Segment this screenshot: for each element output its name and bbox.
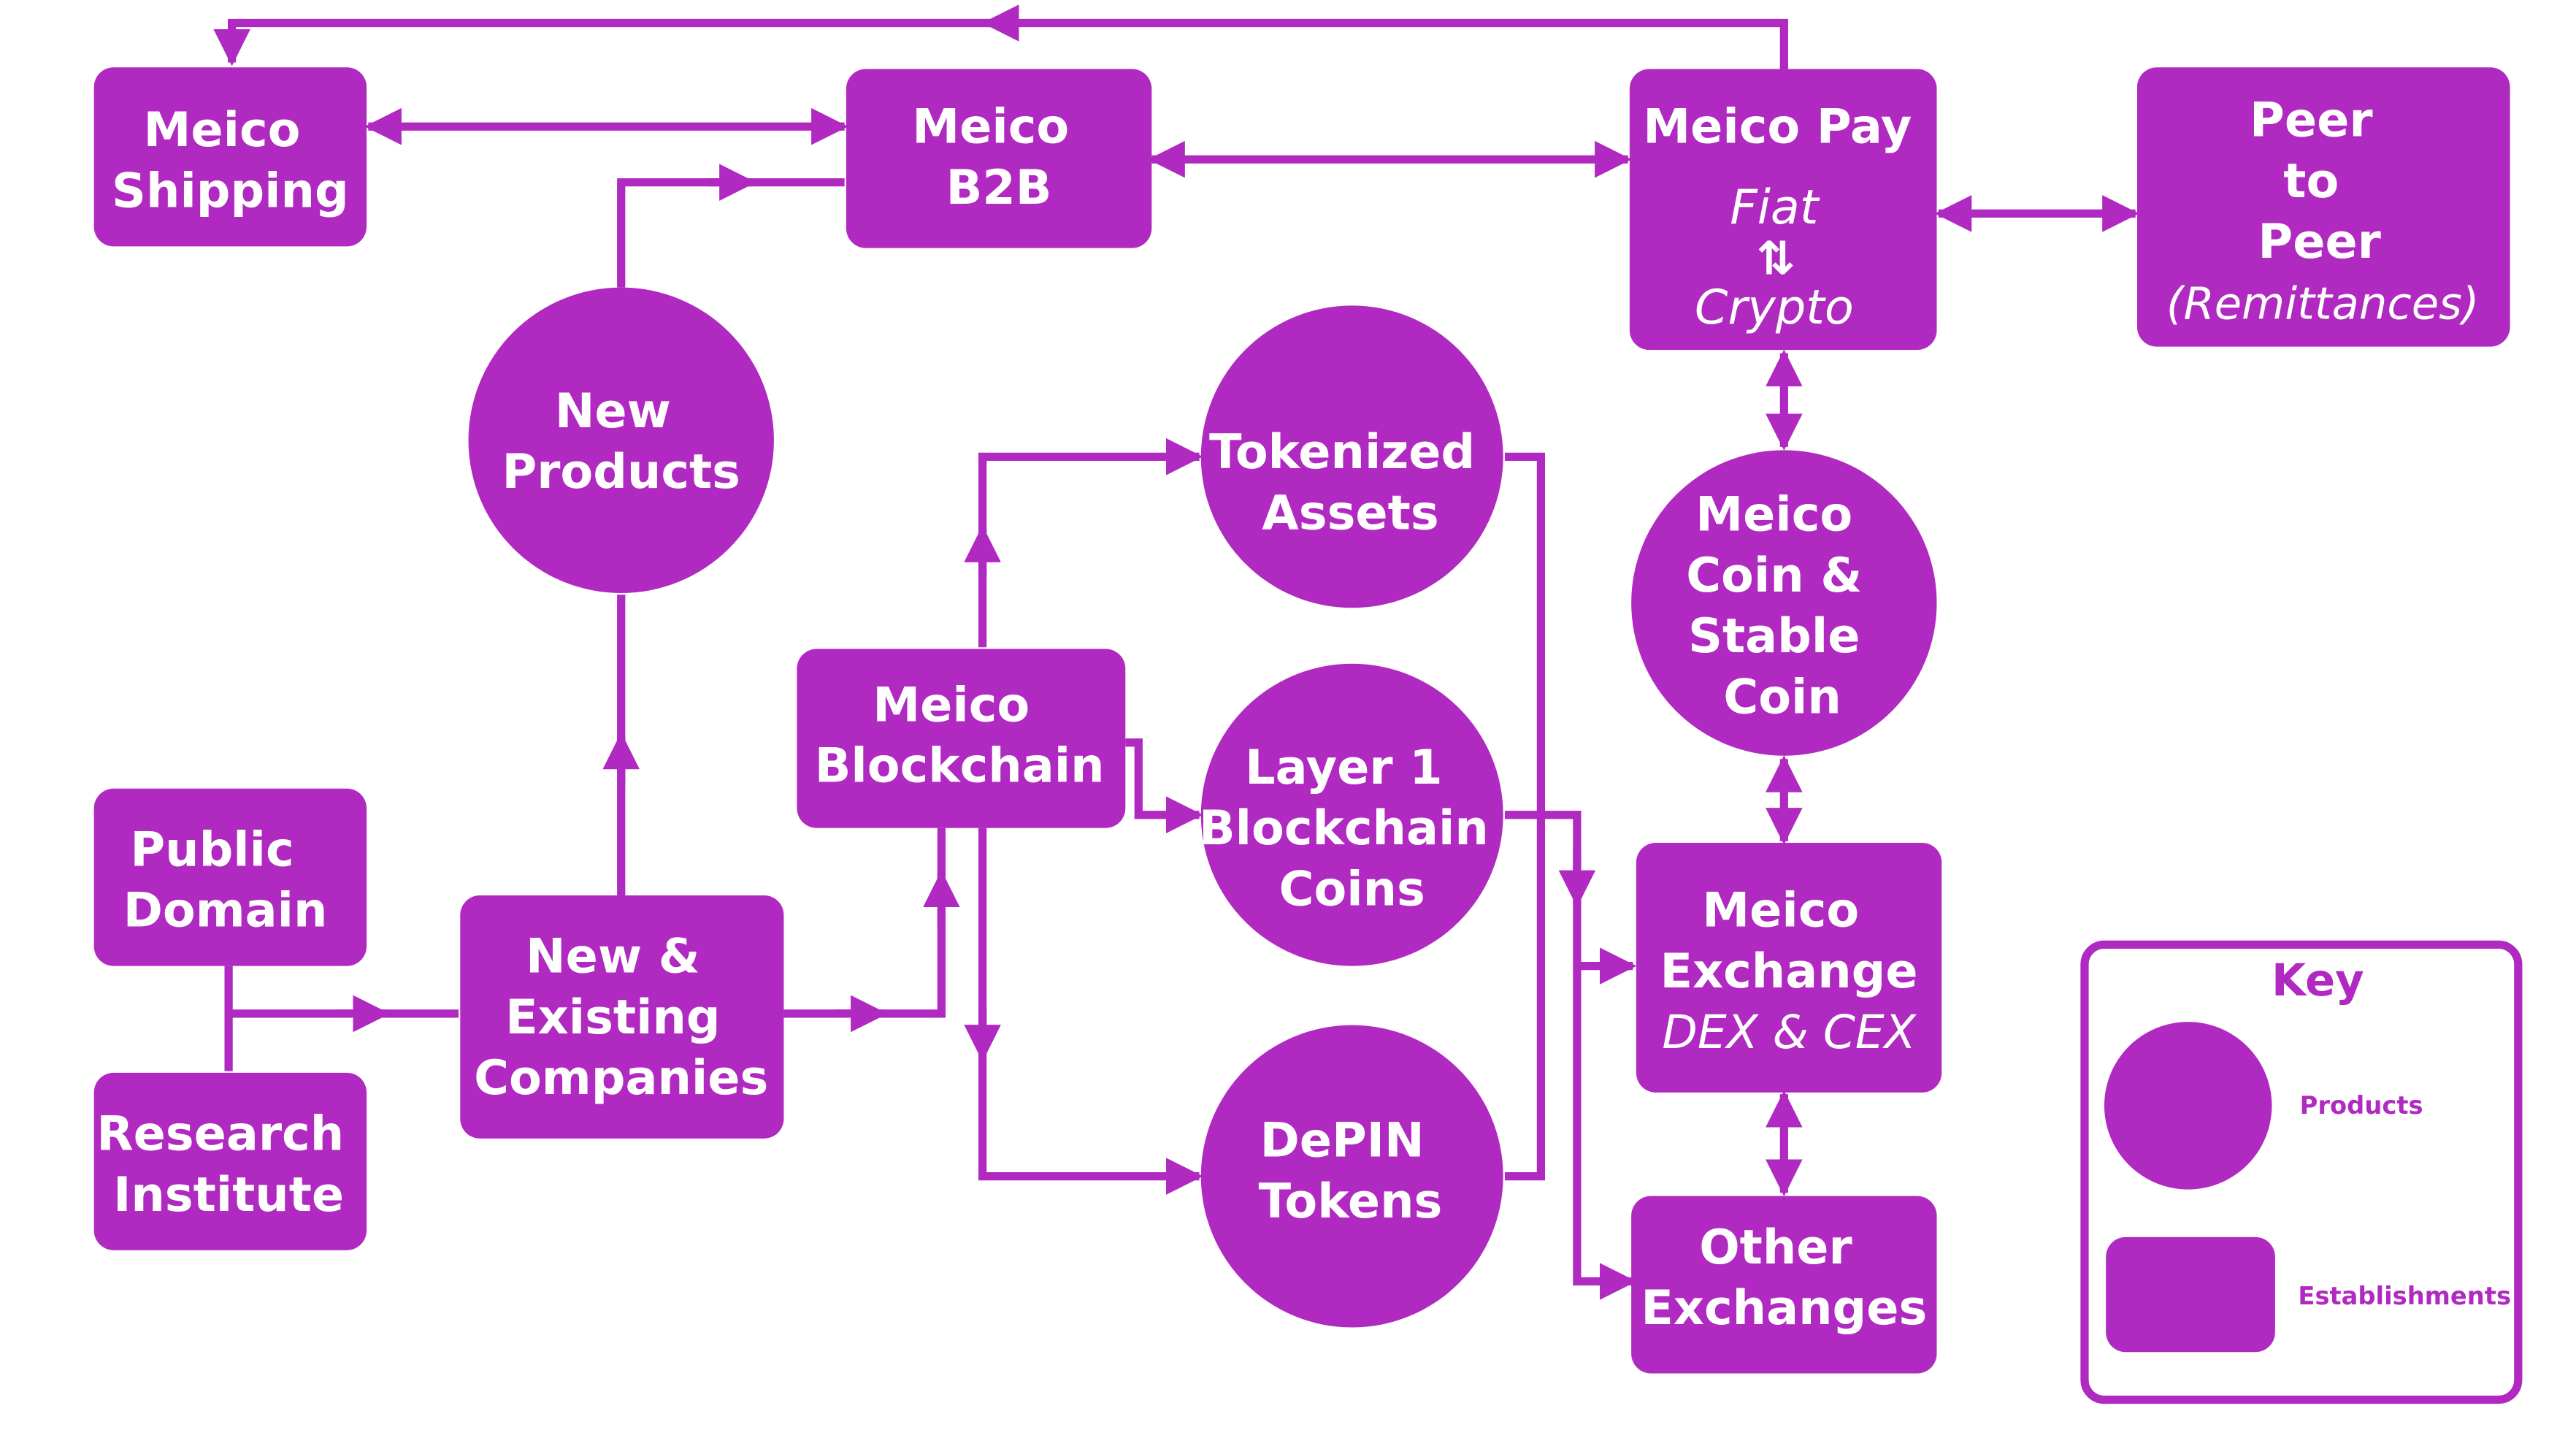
meico-blockchain-label: Meico Blockchain <box>815 678 1105 794</box>
meico-pay-crypto: Crypto <box>1695 280 1854 335</box>
node-new-existing-companies: New & Existing Companies <box>460 895 784 1139</box>
connector-blockchain-layer1 <box>1125 738 1203 834</box>
node-other-exchanges: Other Exchanges <box>1631 1196 1937 1374</box>
legend-title: Key <box>2272 955 2364 1006</box>
meico-exchange-label: Meico Exchange <box>1660 883 1918 999</box>
node-public-domain: Public Domain <box>93 788 367 966</box>
legend-rect-swatch <box>2106 1236 2275 1353</box>
node-research-institute: Research Institute <box>93 1072 367 1250</box>
companies-label: New & Existing Companies <box>474 929 768 1106</box>
research-institute-label: Research Institute <box>96 1106 361 1223</box>
peer-to-peer-label: Peer to Peer <box>2250 93 2389 269</box>
other-exchanges-label: Other Exchanges <box>1641 1220 1927 1336</box>
legend-establishments-label: Establishments <box>2298 1282 2511 1310</box>
new-products-label: New Products <box>502 383 740 500</box>
tokenized-assets-label: Tokenized Assets <box>1209 424 1492 540</box>
meico-exchange-dex-cex: DEX & CEX <box>1662 1006 1917 1059</box>
node-new-products: New Products <box>468 287 774 594</box>
node-depin-tokens: DePIN Tokens <box>1200 1025 1503 1328</box>
layer1-coins-label: Layer 1 Blockchain Coins <box>1199 740 1506 917</box>
legend-products-label: Products <box>2300 1091 2423 1120</box>
node-peer-to-peer: Peer to Peer (Remittances) <box>2136 67 2510 347</box>
node-tokenized-assets: Tokenized Assets <box>1200 305 1503 608</box>
connector-blockchain-tokenized <box>978 438 1203 648</box>
node-meico-exchange: Meico Exchange DEX & CEX <box>1636 842 1942 1093</box>
node-meico-blockchain: Meico Blockchain <box>797 649 1126 828</box>
node-meico-pay: Meico Pay Fiat ⇅ Crypto <box>1629 69 1937 351</box>
meico-b2b-label: Meico B2B <box>912 99 1086 215</box>
node-meico-shipping: Meico Shipping <box>93 67 367 247</box>
public-domain-label: Public Domain <box>123 822 328 938</box>
depin-tokens-label: DePIN Tokens <box>1259 1113 1443 1229</box>
connector-pay-to-shipping <box>213 18 1788 69</box>
connectors <box>213 4 2139 1300</box>
connector-layer1-exchanges <box>1504 811 1637 1300</box>
meico-shipping-label: Meico Shipping <box>112 102 349 218</box>
meico-pay-fiat: Fiat <box>1730 180 1820 235</box>
legend-border <box>2080 940 2523 1404</box>
swap-icon: ⇅ <box>1757 232 1795 286</box>
legend: Key Products Establishments <box>2080 940 2523 1404</box>
peer-to-peer-remittances: (Remittances) <box>2166 278 2480 329</box>
legend-circle-swatch <box>2104 1022 2272 1190</box>
connector-blockchain-depin <box>978 827 1203 1195</box>
connector-newproducts-b2b <box>617 178 845 288</box>
connector-companies-blockchain <box>783 827 946 1018</box>
meico-coin-label: Meico Coin & Stable Coin <box>1686 487 1879 725</box>
node-layer1-coins: Layer 1 Blockchain Coins <box>1199 663 1506 966</box>
node-meico-b2b: Meico B2B <box>846 69 1152 248</box>
meico-pay-title: Meico Pay <box>1643 99 1912 155</box>
node-meico-coin: Meico Coin & Stable Coin <box>1631 450 1937 756</box>
